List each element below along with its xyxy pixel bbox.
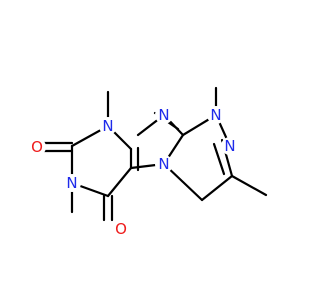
- atom-nitrogen: N: [66, 174, 77, 192]
- atom-nitrogen: N: [210, 106, 221, 124]
- atom-oxygen: O: [115, 220, 127, 238]
- atom-nitrogen: N: [158, 155, 169, 173]
- bond: [212, 142, 226, 176]
- structure-diagram: N N N N N N O O: [28, 86, 268, 238]
- bond: [230, 174, 268, 197]
- atom-oxygen: O: [31, 138, 43, 156]
- molecule-svg: N N N N N N O O: [28, 86, 268, 238]
- bond: [200, 174, 234, 202]
- atom-nitrogen: N: [102, 117, 113, 135]
- atom-nitrogen: N: [224, 137, 235, 155]
- atoms: N N N N N N O O: [28, 106, 239, 238]
- bond: [106, 166, 133, 198]
- atom-nitrogen: N: [158, 106, 169, 124]
